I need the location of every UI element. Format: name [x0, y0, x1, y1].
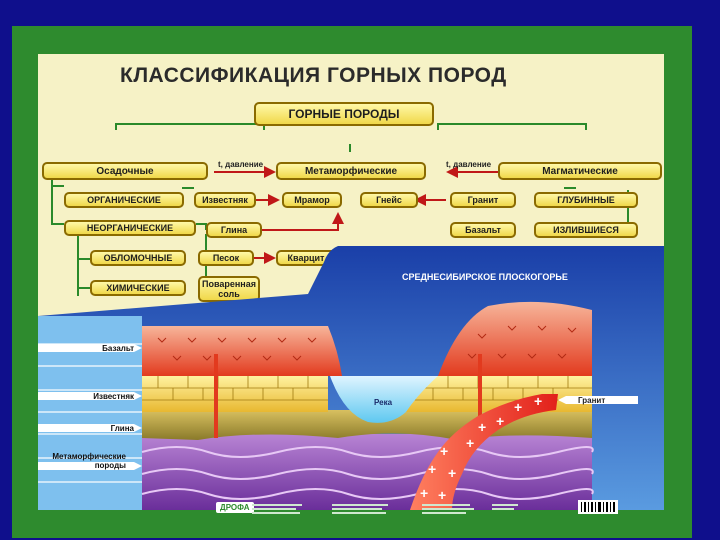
granite-label: Гранит [578, 396, 606, 405]
root-to-magmatic-line [437, 123, 587, 130]
footer-fine-print [252, 504, 518, 514]
svg-text:+: + [496, 413, 504, 429]
magmatic-box: Магматические [498, 162, 662, 180]
inorganic-subtypes-line [77, 234, 90, 296]
granite-box: Гранит [450, 192, 516, 208]
granite-intrusion [410, 394, 558, 510]
svg-text:+: + [448, 465, 456, 481]
svg-text:+: + [534, 393, 542, 409]
river-label: Река [374, 398, 393, 407]
layer-label-clay: Глина [110, 424, 134, 433]
title-bar: КЛАССИФИКАЦИЯ ГОРНЫХ ПОРОД [38, 54, 664, 96]
poster: КЛАССИФИКАЦИЯ ГОРНЫХ ПОРОД [12, 26, 692, 538]
salt-box: Поваренная соль [198, 276, 260, 302]
inorganic-box: НЕОРГАНИЧЕСКИЕ [64, 220, 196, 236]
sand-box: Песок [198, 250, 254, 266]
svg-text:+: + [440, 443, 448, 459]
deep-box: ГЛУБИННЫЕ [534, 192, 638, 208]
root-rocks-box: ГОРНЫЕ ПОРОДЫ [254, 102, 434, 126]
clay-pointer [38, 424, 142, 432]
organic-box: ОРГАНИЧЕСКИЕ [64, 192, 184, 208]
arrow-label-right: t, давление [446, 160, 492, 169]
svg-text:+: + [438, 487, 446, 503]
sed-to-inorganic-line [51, 174, 64, 225]
publisher-logo: ДРОФА [216, 502, 254, 513]
clay-box: Глина [206, 222, 262, 238]
dike-right [478, 354, 482, 438]
svg-text:+: + [514, 399, 522, 415]
poster-title: КЛАССИФИКАЦИЯ ГОРНЫХ ПОРОД [120, 64, 507, 87]
dike-left [214, 354, 218, 438]
barcode-icon [578, 500, 618, 514]
poster-panel: КЛАССИФИКАЦИЯ ГОРНЫХ ПОРОД [38, 54, 664, 510]
metamorphic-pointer [38, 462, 142, 470]
svg-text:+: + [420, 485, 428, 501]
river [330, 376, 438, 423]
sedimentary-box: Осадочные [42, 162, 208, 180]
effusive-box: ИЗЛИВШИЕСЯ [534, 222, 638, 238]
limestone-layer-right [400, 376, 592, 412]
quartzite-box: Кварцит [276, 250, 336, 266]
marble-box: Мрамор [282, 192, 342, 208]
metamorphic-box: Метаморфические [276, 162, 426, 180]
svg-text:+: + [428, 461, 436, 477]
limestone-pointer [38, 392, 142, 400]
cross-section: ++ ++ ++ ++ ++ [38, 246, 664, 510]
granite-pointer [558, 396, 638, 404]
clay-to-gneiss-arrow [250, 212, 344, 231]
section-title: СРЕДНЕСИБИРСКОЕ ПЛОСКОГОРЬЕ [402, 272, 568, 282]
arrow-label-left: t, давление [218, 160, 264, 169]
chemical-box: ХИМИЧЕСКИЕ [90, 280, 186, 296]
root-to-sedimentary-line [115, 123, 265, 130]
limestone-layer-left [142, 376, 328, 412]
layer-label-metamorphic: Метаморфические породы [52, 452, 126, 470]
basalt-layer-left [142, 326, 342, 376]
basalt-box: Базальт [450, 222, 516, 238]
layer-label-limestone: Известняк [93, 392, 134, 401]
limestone-box: Известняк [194, 192, 256, 208]
basalt-pointer [38, 344, 142, 352]
svg-text:+: + [466, 435, 474, 451]
svg-text:+: + [478, 419, 486, 435]
layer-label-basalt: Базальт [102, 344, 134, 353]
clastic-box: ОБЛОМОЧНЫЕ [90, 250, 186, 266]
gneiss-box: Гнейс [360, 192, 418, 208]
basalt-layer-right [438, 301, 592, 376]
